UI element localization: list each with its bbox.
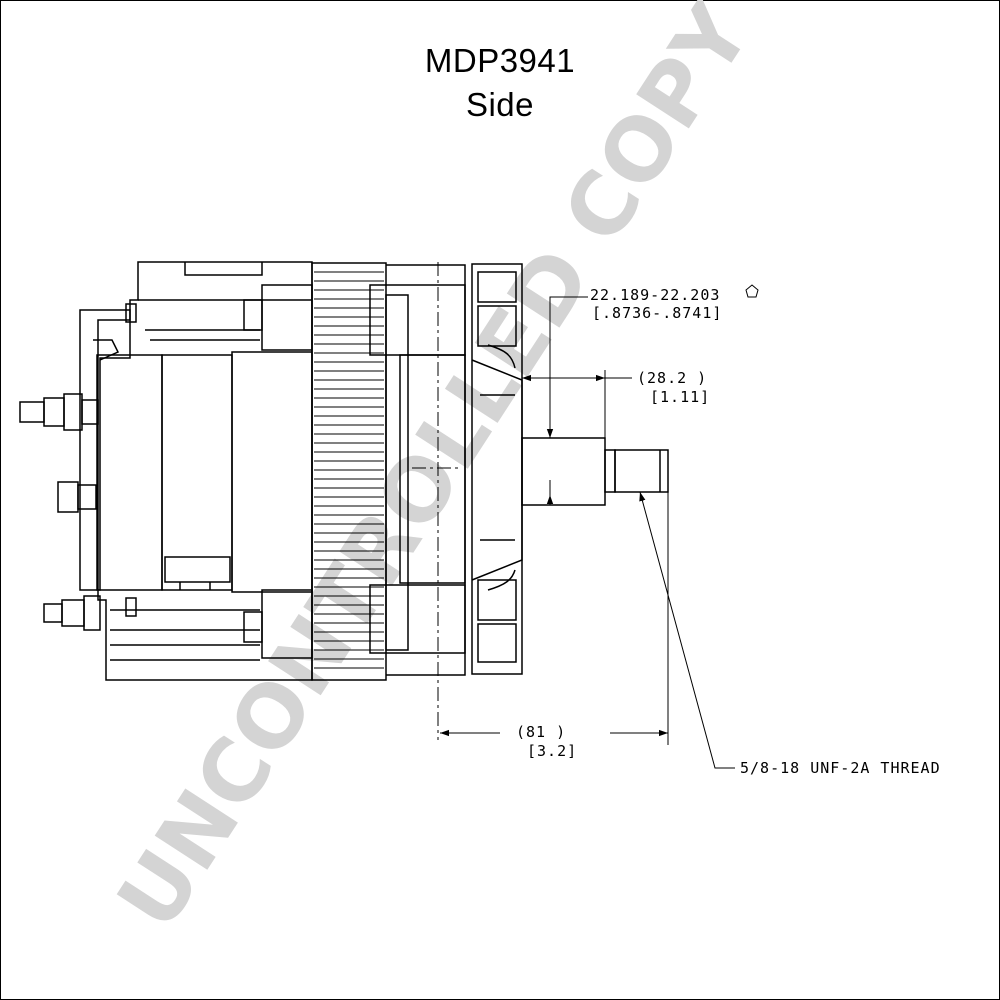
- watermark-text: UNCONTROLLED COPY: [99, 0, 772, 946]
- shaft-diameter-mm: 22.189-22.203: [590, 286, 720, 304]
- view-subtitle: Side: [465, 86, 535, 123]
- shaft-diameter-in: [.8736-.8741]: [592, 304, 722, 322]
- length-mm: (81 ): [516, 723, 566, 741]
- pentagon-icon: [745, 284, 759, 298]
- centerline: [412, 262, 460, 740]
- thread-callout: 5/8-18 UNF-2A THREAD: [740, 759, 941, 777]
- stator-fins: [314, 271, 384, 669]
- length-in: [3.2]: [527, 742, 577, 760]
- dimension-lines: [440, 296, 735, 769]
- drawing-title: MDP3941: [424, 42, 576, 79]
- alternator-body: [19, 261, 669, 681]
- offset-mm: (28.2 ): [637, 369, 707, 387]
- offset-in: [1.11]: [650, 388, 710, 406]
